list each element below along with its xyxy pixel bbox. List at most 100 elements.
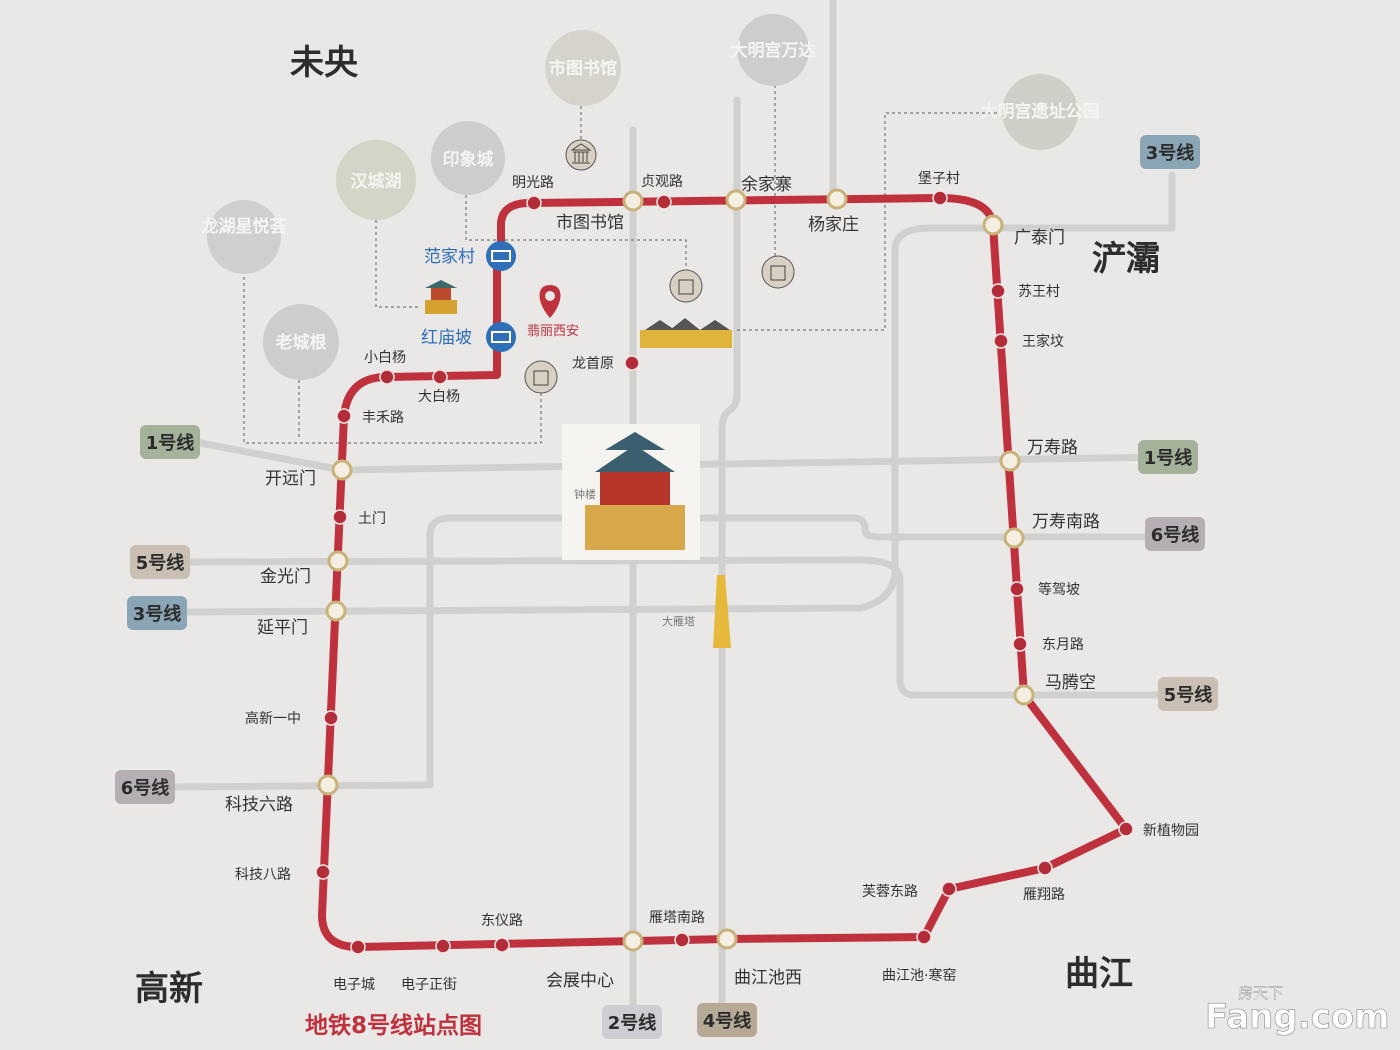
station-label: 龙首原 (572, 356, 614, 372)
metro-icon (491, 331, 511, 343)
station-label: 东仪路 (481, 913, 523, 929)
station-label: 广泰门 (1014, 228, 1065, 248)
station-label: 雁翔路 (1023, 887, 1065, 903)
line-3-track (181, 171, 1176, 616)
station-marker[interactable] (432, 369, 448, 385)
station-marker[interactable] (350, 939, 366, 955)
featured-station-marker[interactable] (486, 322, 516, 352)
transfer-station-marker[interactable] (1013, 684, 1035, 706)
station-label: 明光路 (512, 175, 554, 191)
transfer-station-marker[interactable] (982, 214, 1004, 236)
station-label: 市图书馆 (556, 213, 624, 233)
station-label: 东月路 (1042, 637, 1084, 653)
station-label: 高新一中 (245, 710, 301, 727)
station-label: 小白杨 (364, 350, 406, 366)
station-label: 万寿南路 (1032, 512, 1100, 532)
station-label: 延平门 (257, 618, 308, 638)
transfer-station-marker[interactable] (716, 928, 738, 950)
transfer-station-marker[interactable] (331, 459, 353, 481)
transfer-station-marker[interactable] (325, 600, 347, 622)
district-qujiang: 曲江 (1065, 954, 1133, 994)
line-4-track (718, 96, 741, 1009)
line-badge-l2[interactable]: 2号线 (602, 1005, 662, 1039)
station-marker[interactable] (323, 710, 339, 726)
line-6-track (166, 514, 1154, 791)
fang-watermark: 房天下 Fang.com (1205, 984, 1390, 1038)
station-label: 芙蓉东路 (862, 883, 918, 900)
station-label: 大白杨 (418, 389, 460, 405)
district-weiyang: 未央 (290, 43, 359, 83)
poi-shitu: 市图书馆 (549, 58, 617, 79)
transfer-station-marker[interactable] (622, 190, 644, 212)
poi-laochenggen: 老城根 (275, 332, 327, 353)
station-marker[interactable] (332, 509, 348, 525)
poi-longhu: 龙湖星悦荟 (201, 216, 288, 237)
library-icon (565, 139, 597, 171)
transfer-station-marker[interactable] (327, 550, 349, 572)
poi-daminggong-wanda: 大明宫万达 (731, 40, 816, 61)
station-marker[interactable] (315, 864, 331, 880)
station-marker[interactable] (932, 190, 948, 206)
station-marker[interactable] (1118, 821, 1134, 837)
station-marker[interactable] (993, 333, 1009, 349)
line-badge-l1-right[interactable]: 1号线 (1138, 440, 1198, 474)
svg-text:5号线: 5号线 (1164, 684, 1213, 706)
station-label: 土门 (358, 511, 386, 527)
station-label: 会展中心 (546, 971, 614, 991)
svg-text:3号线: 3号线 (133, 603, 182, 625)
station-marker[interactable] (1009, 581, 1025, 597)
line-badge-l5-right[interactable]: 5号线 (1158, 677, 1218, 711)
district-gaoxin: 高新 (135, 969, 203, 1009)
station-marker[interactable] (656, 194, 672, 210)
station-label: 电子城 (333, 977, 375, 993)
line-badge-l3-top[interactable]: 3号线 (1140, 135, 1200, 169)
line-badge-l6-right[interactable]: 6号线 (1145, 517, 1205, 551)
transfer-station-marker[interactable] (999, 450, 1021, 472)
station-label: 金光门 (260, 567, 311, 587)
station-marker[interactable] (336, 408, 352, 424)
station-marker[interactable] (1037, 860, 1053, 876)
svg-text:4号线: 4号线 (703, 1010, 752, 1032)
transfer-station-marker[interactable] (1003, 527, 1025, 549)
transfer-station-marker[interactable] (826, 188, 848, 210)
station-label: 科技六路 (225, 795, 293, 815)
station-label: 贞观路 (641, 173, 683, 190)
line-badge-l6-left[interactable]: 6号线 (115, 770, 175, 804)
svg-text:3号线: 3号线 (1146, 142, 1195, 164)
station-marker[interactable] (941, 881, 957, 897)
line-badge-l1-left[interactable]: 1号线 (140, 425, 200, 459)
station-label: 曲江池西 (734, 968, 802, 988)
svg-text:1号线: 1号线 (146, 432, 195, 454)
poi-hanchenghu: 汉城湖 (351, 172, 402, 192)
station-marker[interactable] (435, 938, 451, 954)
station-marker[interactable] (674, 932, 690, 948)
project-label: 翡丽西安 (527, 324, 579, 339)
station-marker[interactable] (379, 369, 395, 385)
featured-station-marker[interactable] (486, 241, 516, 271)
metro-icon (491, 250, 511, 262)
station-marker[interactable] (526, 195, 542, 211)
line-badge-l3-left[interactable]: 3号线 (127, 596, 187, 630)
shopping-bag-icon (761, 255, 795, 289)
station-label: 开远门 (265, 469, 316, 489)
transfer-station-marker[interactable] (725, 189, 747, 211)
station-marker[interactable] (1012, 636, 1028, 652)
station-label: 科技八路 (235, 867, 291, 883)
line-badge-l5-left[interactable]: 5号线 (130, 545, 190, 579)
station-marker[interactable] (494, 937, 510, 953)
station-marker[interactable] (990, 283, 1006, 299)
transfer-station-marker[interactable] (317, 774, 339, 796)
location-pin-icon (539, 285, 561, 318)
station-label: 王家坟 (1022, 333, 1064, 350)
svg-text:6号线: 6号线 (1151, 524, 1200, 546)
station-label: 万寿路 (1027, 438, 1078, 458)
station-marker[interactable] (624, 355, 640, 371)
station-label: 电子正街 (401, 977, 457, 993)
station-label: 红庙坡 (421, 328, 472, 348)
svg-text:6号线: 6号线 (121, 777, 170, 799)
transfer-station-marker[interactable] (622, 930, 644, 952)
station-label: 丰禾路 (362, 410, 404, 426)
line-badge-l4[interactable]: 4号线 (697, 1003, 757, 1037)
station-marker[interactable] (916, 929, 932, 945)
